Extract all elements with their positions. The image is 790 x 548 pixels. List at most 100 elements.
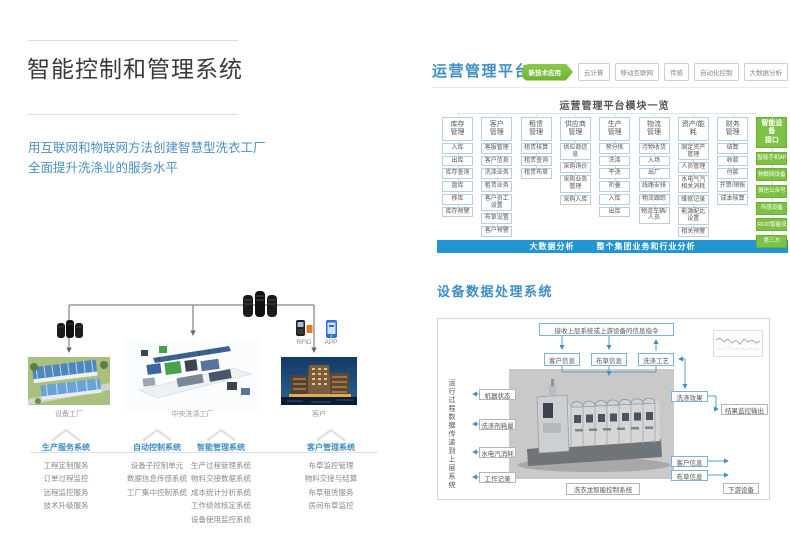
chevron-up-icon — [142, 429, 172, 441]
module-item: 租赁查询 — [520, 155, 552, 167]
module-diagram-title: 运营管理平台模块一览 — [559, 101, 670, 112]
machine-status-box: 机器状态 — [479, 389, 516, 400]
module-item: 物流车辆/人员 — [638, 206, 670, 225]
system-item: 物料交接与结算 — [304, 474, 358, 484]
module-item: 客户员工设置 — [481, 193, 513, 212]
detergent-box: 洗涤剂耗量 — [479, 419, 516, 430]
module-item: 预分拣 — [599, 143, 631, 154]
app-label: APP — [324, 339, 338, 346]
system-column: 智能管理系统生产过程管理系统物料交接数据系统成本统计分析系统工作绩效核定系统设备… — [181, 429, 261, 526]
module-item: 入库 — [599, 193, 631, 205]
system-item: 生产过程管理系统 — [191, 461, 251, 470]
tab-自动化控制[interactable]: 自动化控制 — [694, 63, 739, 81]
monitoring-chart — [713, 330, 763, 357]
module-item: 出库 — [599, 206, 631, 218]
page-subtitle: 用互联网和物联网方法创建智慧型洗衣工厂 全面提升洗涤业的服务水平 — [28, 138, 266, 178]
app-phone-icon — [326, 320, 337, 338]
module-item: 收款 — [717, 155, 749, 167]
customer-hotel-image — [281, 357, 357, 405]
tab-大数据分析[interactable]: 大数据分析 — [743, 63, 788, 81]
module-item: 入场 — [638, 155, 670, 167]
module-item: 传感设备 — [756, 201, 788, 215]
module-item: 移库 — [442, 193, 473, 205]
module-column-title: 财务 管理 — [717, 113, 749, 141]
module-item: 盘库 — [442, 181, 473, 192]
module-item: 微信公众号 — [756, 184, 788, 199]
module-column-title: 智能设备 接口 — [756, 112, 788, 149]
module-column-title: 供应商 管理 — [559, 113, 591, 141]
module-item: 客户信息 — [481, 155, 513, 167]
server-cluster-icon — [243, 291, 277, 317]
system-item: 物料交接数据系统 — [191, 474, 251, 484]
module-column: 财务 管理结算收款付款开票/销账成本核算 — [717, 113, 749, 205]
module-item: RFID智能设备 — [756, 218, 790, 232]
module-item: 固定资产管理 — [677, 143, 709, 161]
module-column: 客户 管理客服管理客户信息洗涤业务租赁业务客户员工设置布草设置客户预警 — [481, 113, 513, 237]
module-column-title: 库存 管理 — [442, 113, 473, 141]
big-data-bar-label: 大数据分析 — [529, 242, 575, 251]
module-item: 结算 — [717, 143, 749, 154]
system-item: 设备使用监控系统 — [191, 514, 251, 524]
subtitle-line-1: 用互联网和物联网方法创建智慧型洗衣工厂 — [28, 141, 266, 155]
module-item: 供应商信息 — [559, 143, 591, 161]
module-item: 水电气汽相关消耗 — [677, 175, 709, 193]
tab-传感[interactable]: 传感 — [664, 63, 689, 81]
module-item: 布草设置 — [481, 213, 513, 225]
module-item: 出厂 — [638, 168, 670, 180]
module-grid: 库存 管理入库出库库存查询盘库移库库存预警客户 管理客服管理客户信息洗涤业务租赁… — [442, 112, 790, 249]
device-diagram: 接收上层系统或上游设备的信息指令 客户信息 布草信息 洗涤工艺 机器状态 洗涤剂… — [437, 318, 770, 500]
rfid-label: RFID — [296, 339, 312, 346]
module-item: 维修记录 — [677, 194, 709, 206]
platform-header-rule — [432, 87, 788, 88]
laundry-label: 中央洗涤工厂 — [171, 411, 214, 418]
platform-tab-row: 新技术应用云计算移动互联网传感自动化控制大数据分析 — [521, 63, 788, 81]
module-column-title: 客户 管理 — [481, 113, 513, 141]
system-title: 自动控制系统 — [133, 443, 181, 452]
title-top-rule — [28, 40, 238, 41]
system-item: 布草监控管理 — [308, 461, 354, 470]
module-connector-line — [457, 113, 757, 114]
module-item: 相关预警 — [677, 226, 709, 238]
module-item: 物联网设备 — [756, 168, 788, 182]
chevron-up-icon — [51, 429, 81, 441]
tab-移动互联网[interactable]: 移动互联网 — [614, 63, 659, 81]
central-laundry-image — [125, 338, 260, 410]
module-item: 污物收货 — [638, 143, 670, 154]
tab-新技术应用[interactable]: 新技术应用 — [521, 63, 573, 81]
module-column: 物流 管理污物收货入场出厂线路安排物流跟踪物流车辆/人员 — [638, 113, 670, 225]
subtitle-line-2: 全面提升洗涤业的服务水平 — [28, 161, 179, 175]
customer-info-box: 客户信息 — [544, 353, 580, 366]
module-item: 平烫 — [599, 168, 631, 180]
system-item: 工程定制服务 — [43, 461, 89, 470]
module-item: 库存查询 — [442, 168, 473, 180]
module-column: 租赁 管理租赁核算租赁查询租赁布草 — [520, 113, 552, 180]
module-column: 供应商 管理供应商信息采购询价采购业务管理采购入库 — [559, 113, 591, 206]
chevron-up-icon — [316, 429, 346, 441]
module-item: 租赁布草 — [520, 168, 552, 180]
tab-云计算[interactable]: 云计算 — [578, 63, 610, 81]
system-item: 数据信息传感系统 — [127, 474, 187, 484]
module-item: 租赁核算 — [520, 143, 552, 154]
module-item: 洗涤 — [599, 155, 631, 167]
module-item: 开票/销账 — [717, 181, 749, 192]
linen-info-out-box: 布草信息 — [671, 470, 708, 481]
system-column: 客户管理系统布草监控管理物料交接与结算布草租赁服务房间布草监控 — [291, 429, 371, 513]
rfid-device-icon — [296, 320, 313, 336]
equipment-factory-image — [28, 357, 110, 405]
device-arrows — [472, 336, 729, 480]
module-item: 洗涤业务 — [481, 168, 513, 180]
utility-consumption-box: 水电汽消耗 — [479, 447, 516, 458]
module-column-title: 资产/能 耗 — [677, 113, 709, 141]
system-item: 布草租赁服务 — [308, 487, 354, 497]
wash-effect-box: 洗涤效果 — [671, 391, 708, 402]
module-item: 入库 — [442, 143, 473, 154]
linen-info-box: 布草信息 — [591, 353, 627, 366]
module-column: 生产 管理预分拣洗涤平烫折叠入库出库 — [599, 113, 631, 218]
title-bottom-rule — [28, 114, 238, 115]
module-item: 采购入库 — [559, 194, 591, 206]
module-item: 线路安排 — [638, 181, 670, 192]
system-title: 生产服务系统 — [42, 443, 90, 452]
module-item: 出库 — [442, 155, 473, 167]
